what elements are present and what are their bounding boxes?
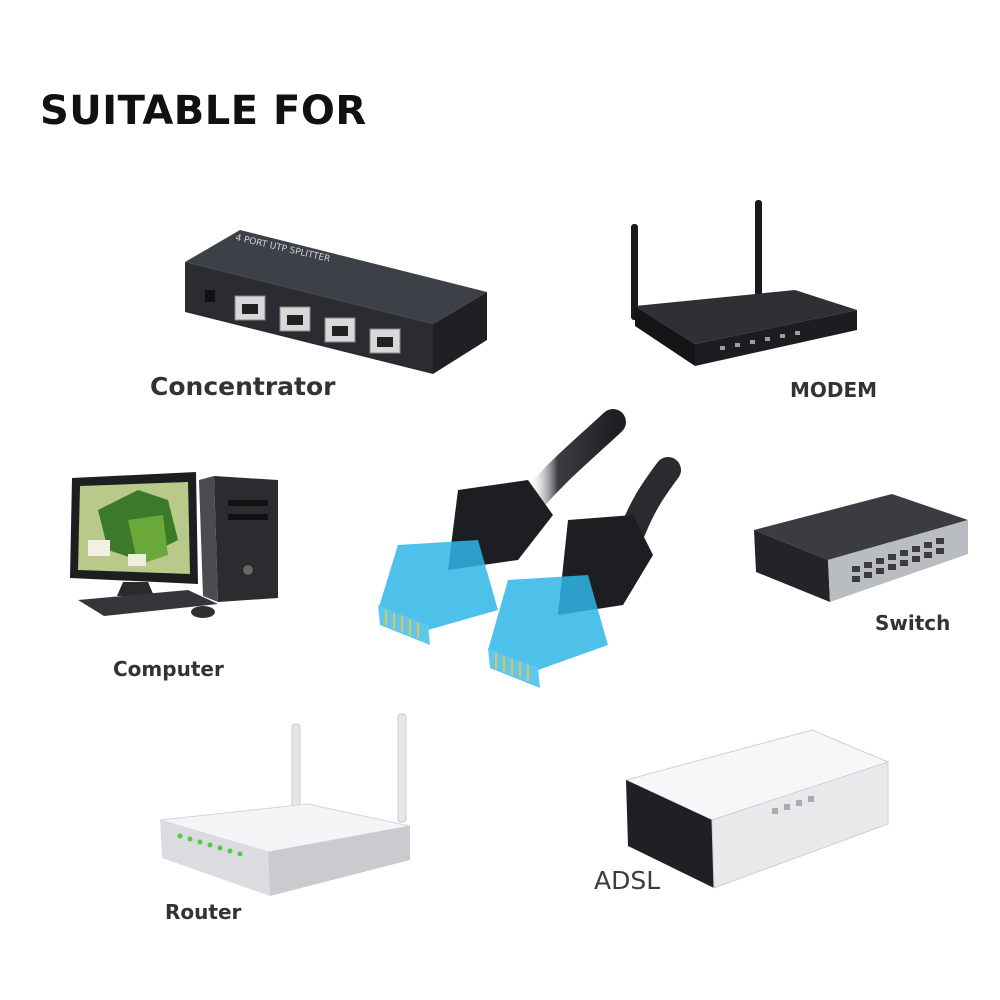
switch-icon <box>754 494 968 602</box>
modem-icon <box>631 200 857 366</box>
computer-icon <box>70 472 278 618</box>
router-label: Router <box>165 900 242 924</box>
adsl-label: ADSL <box>594 866 661 895</box>
page-title: SUITABLE FOR <box>40 88 367 134</box>
concentrator-label: Concentrator <box>150 372 336 401</box>
ethernet-cable-icon <box>378 409 681 688</box>
concentrator-icon: 4 PORT UTP SPLITTER <box>185 230 487 374</box>
router-icon <box>159 713 411 896</box>
switch-label: Switch <box>875 611 951 635</box>
modem-label: MODEM <box>790 378 878 402</box>
adsl-icon <box>624 729 890 889</box>
computer-label: Computer <box>113 657 224 681</box>
